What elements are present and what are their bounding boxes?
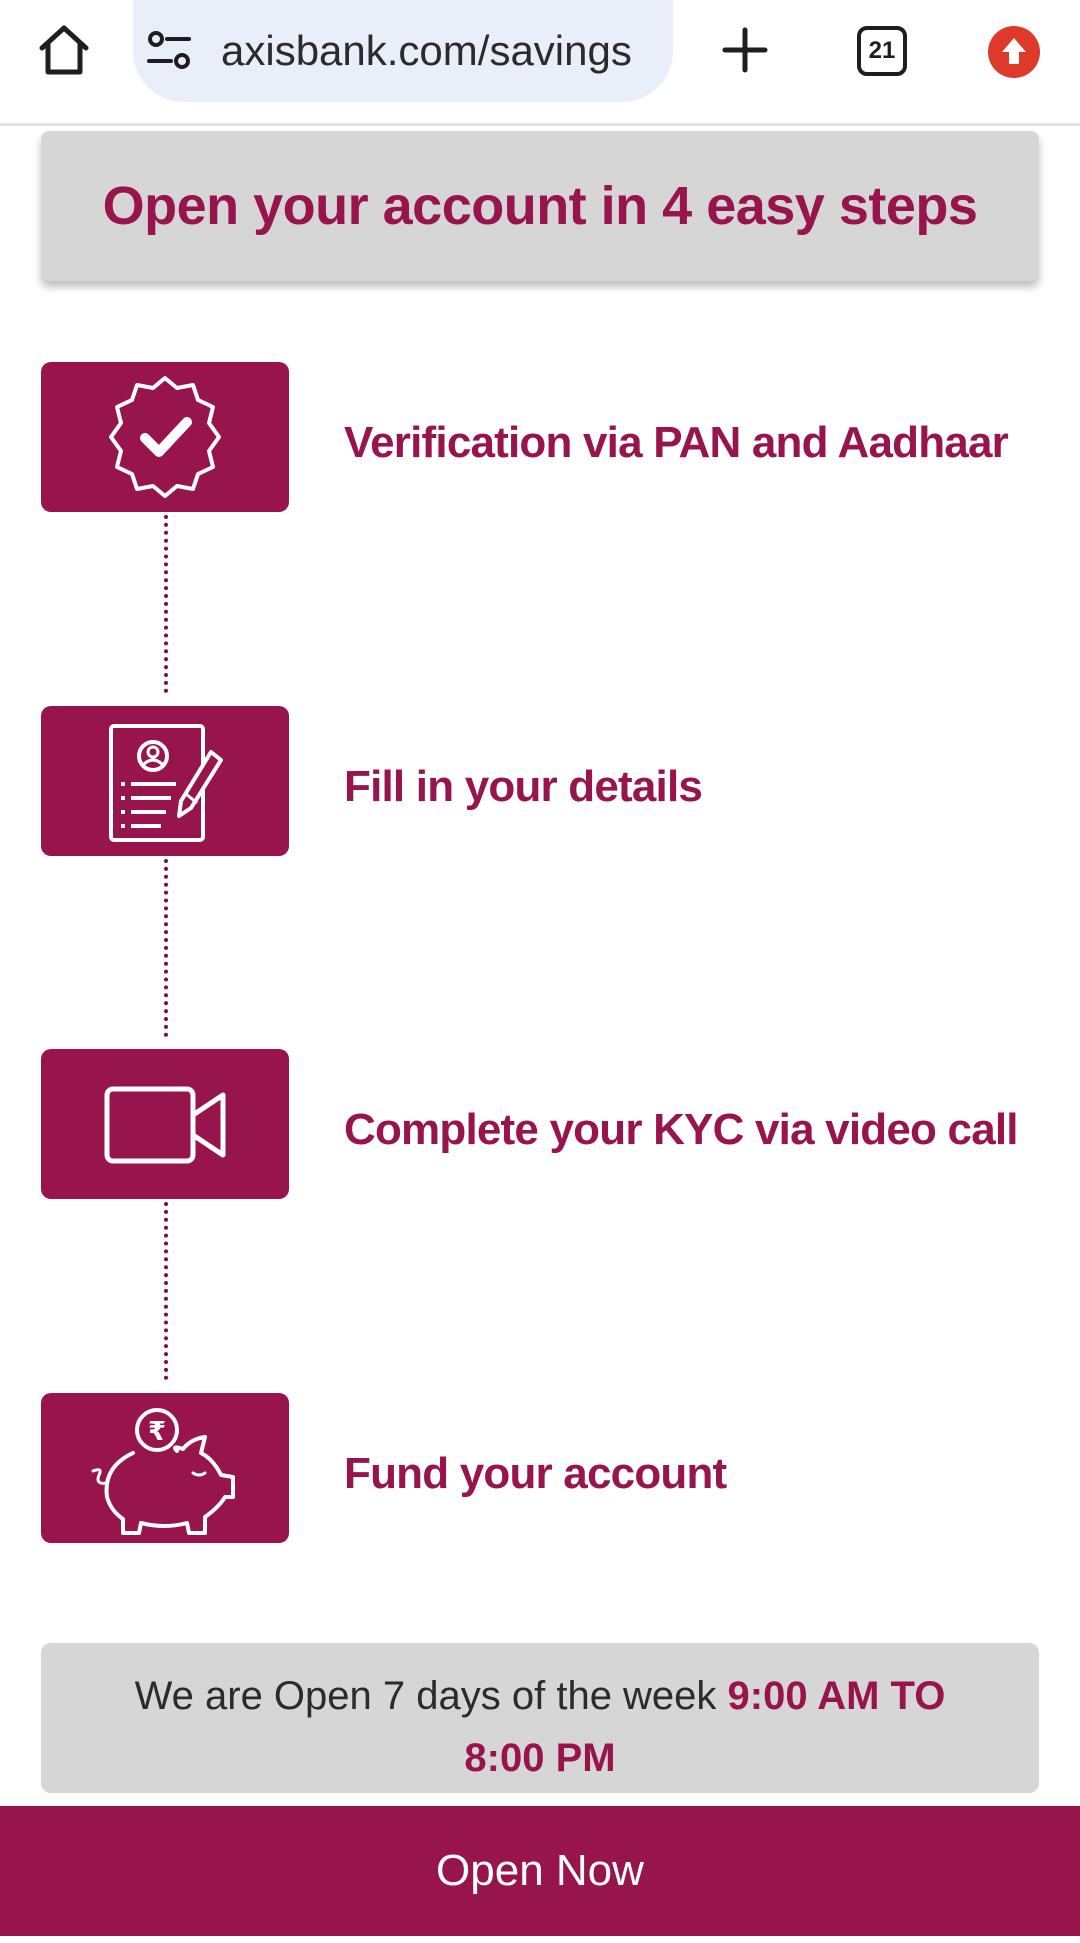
update-arrow-icon[interactable] (988, 26, 1040, 78)
step-connector (164, 515, 168, 693)
home-icon[interactable] (36, 22, 92, 78)
steps-header-card: Open your account in 4 easy steps (41, 131, 1039, 281)
svg-text:₹: ₹ (148, 1417, 166, 1447)
step-1-icon-box (41, 362, 289, 512)
open-now-button[interactable]: Open Now (0, 1806, 1080, 1936)
hours-time: 9:00 AM TO 8:00 PM (464, 1674, 946, 1780)
steps-title: Open your account in 4 easy steps (102, 176, 978, 236)
step-connector (164, 1202, 168, 1380)
hours-text: We are Open 7 days of the week (134, 1674, 728, 1718)
opening-hours-card: We are Open 7 days of the week 9:00 AM T… (41, 1643, 1039, 1793)
piggy-bank-rupee-icon: ₹ (91, 1408, 235, 1535)
step-4-label: Fund your account (344, 1449, 727, 1498)
browser-toolbar: axisbank.com/savings 21 (0, 0, 1080, 126)
step-1-label: Verification via PAN and Aadhaar (344, 418, 1009, 467)
video-camera-icon (104, 1086, 226, 1164)
step-connector (164, 859, 168, 1037)
step-4-icon-box: ₹ (41, 1393, 289, 1543)
step-2-label: Fill in your details (344, 762, 703, 811)
site-settings-icon[interactable] (147, 30, 191, 70)
address-bar[interactable]: axisbank.com/savings (133, 0, 673, 102)
tab-switcher-button[interactable]: 21 (857, 26, 907, 76)
form-pencil-icon (109, 724, 223, 842)
verified-badge-icon (109, 376, 221, 498)
step-2-icon-box (41, 706, 289, 856)
url-text[interactable]: axisbank.com/savings (221, 27, 632, 74)
step-3-label: Complete your KYC via video call (344, 1105, 1019, 1154)
step-3-icon-box (41, 1049, 289, 1199)
new-tab-icon[interactable] (717, 22, 773, 78)
